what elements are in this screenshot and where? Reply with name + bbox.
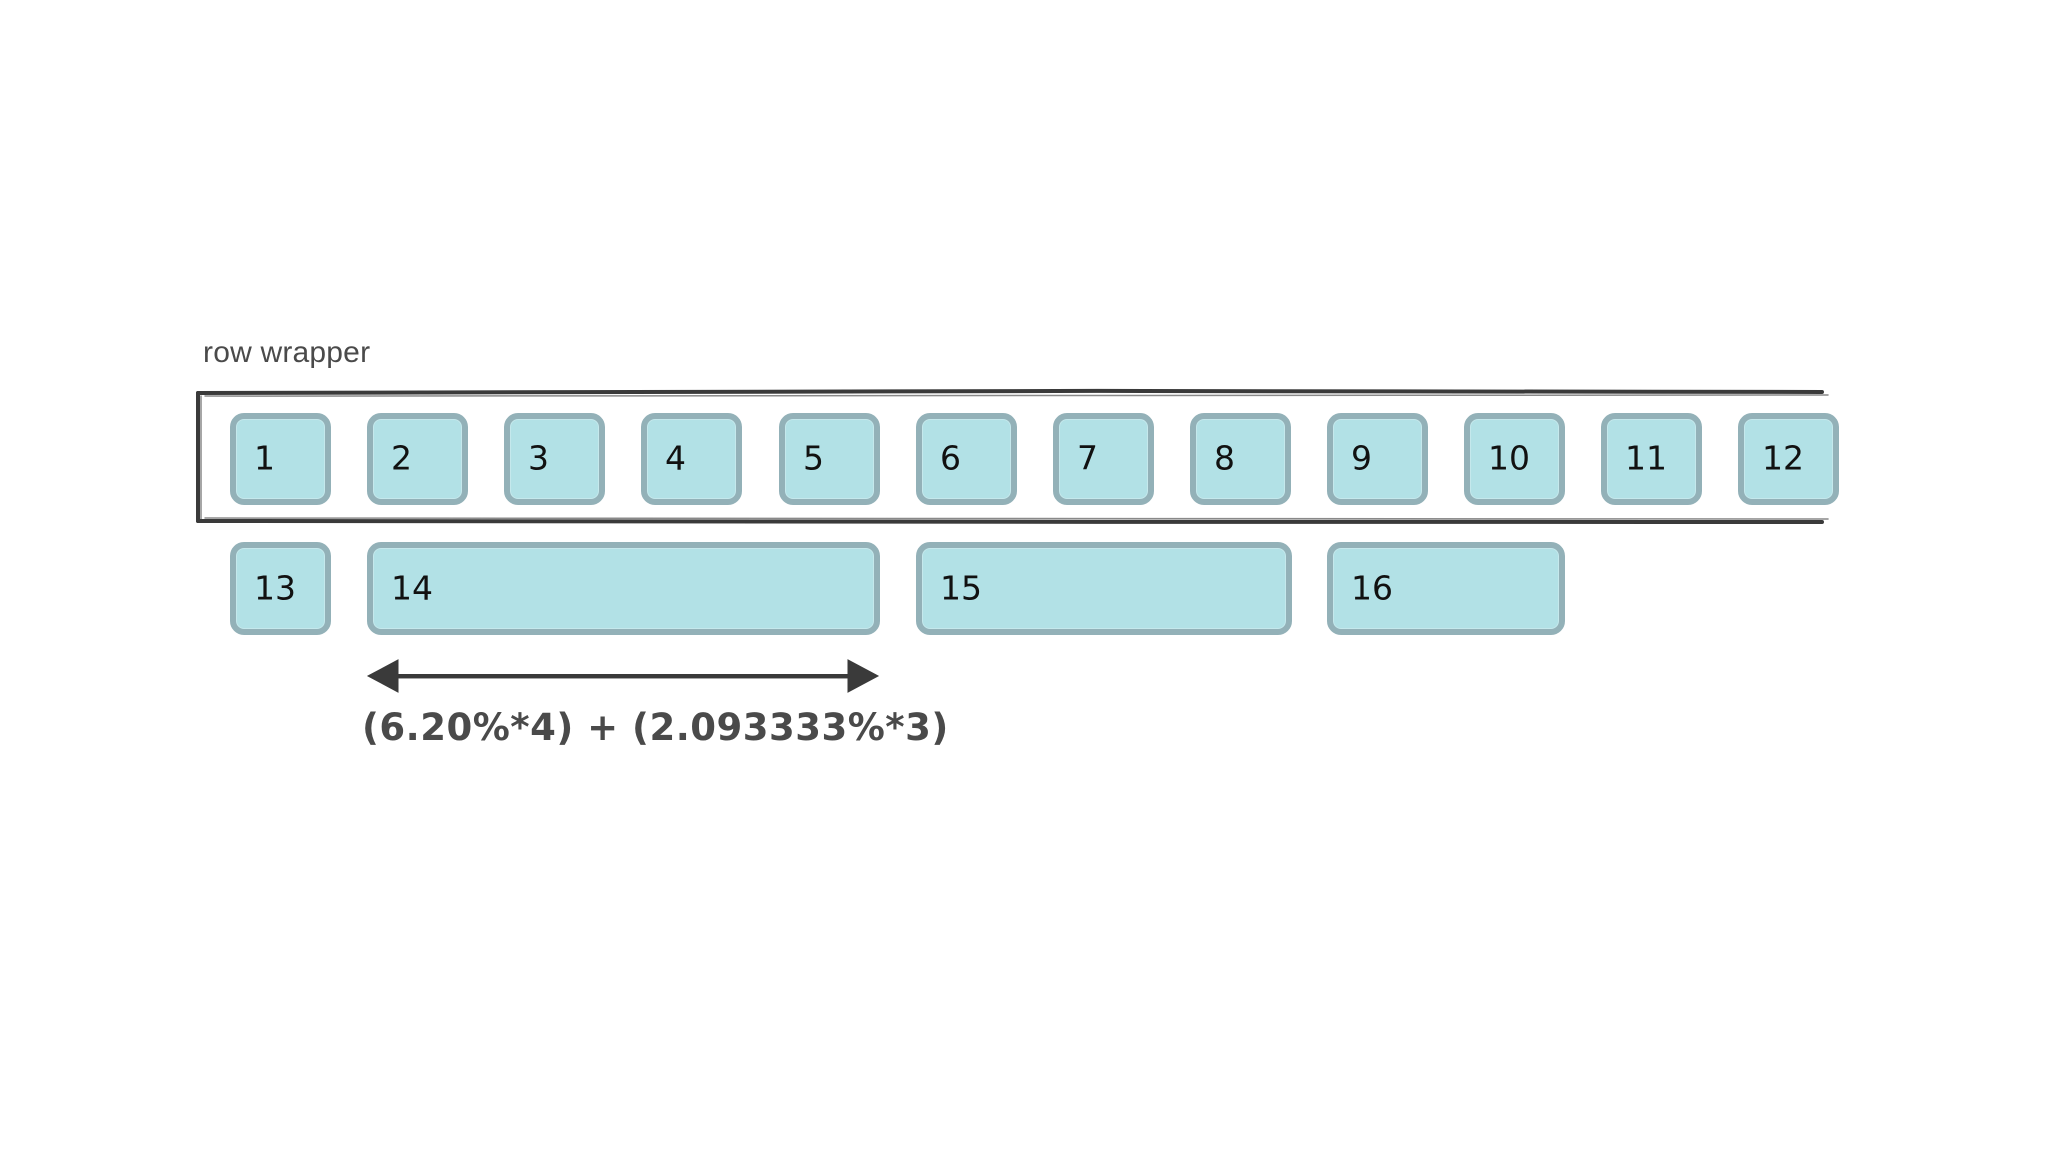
- span-arrow: [366, 659, 880, 693]
- grid-cell-label: 1: [254, 438, 275, 478]
- grid-cell-4: 4: [641, 413, 742, 505]
- grid-cell-3: 3: [504, 413, 605, 505]
- grid-cell-label: 5: [803, 438, 824, 478]
- grid-cell-label: 8: [1214, 438, 1235, 478]
- grid-cell-9: 9: [1327, 413, 1428, 505]
- row-wrapper-caption: row wrapper: [203, 336, 371, 369]
- grid-cell-label: 14: [391, 568, 433, 608]
- grid-cell-1: 1: [230, 413, 331, 505]
- arrow-left-head: [366, 659, 399, 693]
- grid-cell-14: 14: [367, 542, 880, 635]
- grid-cell-13: 13: [230, 542, 331, 635]
- grid-cell-label: 11: [1625, 438, 1667, 478]
- span-formula: (6.20%*4) + (2.093333%*3): [362, 706, 949, 749]
- grid-cell-label: 6: [940, 438, 961, 478]
- grid-cell-label: 2: [391, 438, 412, 478]
- grid-cell-16: 16: [1327, 542, 1565, 635]
- row-wrapper-outline: [196, 388, 1829, 524]
- grid-cell-label: 7: [1077, 438, 1098, 478]
- grid-cell-8: 8: [1190, 413, 1291, 505]
- grid-cell-5: 5: [779, 413, 880, 505]
- grid-cell-15: 15: [916, 542, 1292, 635]
- grid-cell-11: 11: [1601, 413, 1702, 505]
- grid-cell-label: 13: [254, 568, 296, 608]
- grid-cell-label: 16: [1351, 568, 1393, 608]
- grid-cell-6: 6: [916, 413, 1017, 505]
- grid-cell-12: 12: [1738, 413, 1839, 505]
- grid-cell-label: 15: [940, 568, 982, 608]
- grid-cell-label: 10: [1488, 438, 1530, 478]
- grid-cell-label: 9: [1351, 438, 1372, 478]
- grid-cell-7: 7: [1053, 413, 1154, 505]
- arrow-right-head: [847, 659, 880, 693]
- grid-cell-label: 12: [1762, 438, 1804, 478]
- grid-cell-2: 2: [367, 413, 468, 505]
- grid-cell-label: 4: [665, 438, 686, 478]
- grid-cell-10: 10: [1464, 413, 1565, 505]
- grid-cell-label: 3: [528, 438, 549, 478]
